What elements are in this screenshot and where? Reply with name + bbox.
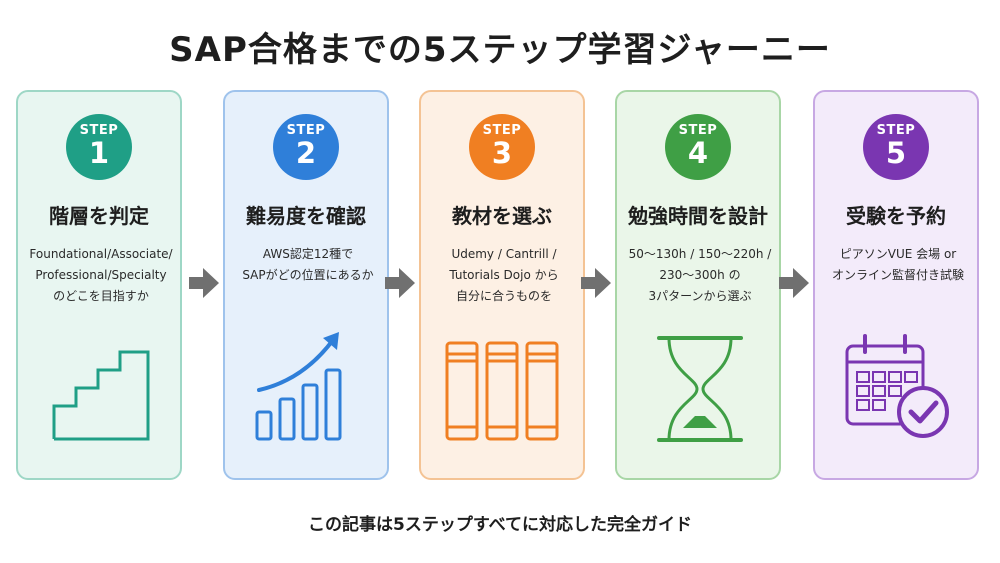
trend-arrow: [257, 338, 335, 392]
step-description: AWS認定12種で SAPがどの位置にあるか: [231, 244, 385, 286]
step-description: ピアソンVUE 会場 or オンライン監督付き試験: [821, 244, 975, 286]
calendar-check-icon: [845, 334, 949, 438]
step-description: Udemy / Cantrill / Tutorials Dojo から 自分に…: [427, 244, 581, 307]
step-badge-5: STEP 5: [863, 114, 929, 180]
footer-caption: この記事は5ステップすべてに対応した完全ガイド: [308, 515, 692, 535]
check-circle: [897, 386, 949, 438]
step-badge-label: STEP: [79, 123, 119, 138]
step-description-line: Foundational/Associate/: [29, 247, 173, 261]
book: [445, 341, 479, 441]
book: [525, 341, 559, 441]
check-icon: [908, 400, 939, 424]
step-heading: 難易度を確認: [246, 204, 366, 228]
hourglass-icon: [657, 336, 743, 442]
step-badge-label: STEP: [678, 123, 718, 138]
growth-chart-icon: [255, 332, 342, 441]
step-badge-3: STEP 3: [469, 114, 535, 180]
step-badge-number: 2: [295, 136, 317, 170]
step-badge-number: 5: [885, 136, 907, 170]
step-badge-4: STEP 4: [665, 114, 731, 180]
step-heading: 階層を判定: [49, 204, 149, 228]
books-icon: [445, 341, 559, 441]
step-card-5: STEP 5 受験を予約 ピアソンVUE 会場 or オンライン監督付き試験: [813, 90, 979, 480]
calendar-grid: [856, 371, 918, 411]
step-heading: 勉強時間を設計: [628, 204, 768, 228]
step-description-line: 自分に合うものを: [455, 289, 552, 303]
step-description-line: Professional/Specialty: [35, 268, 167, 282]
step-description: 50～130h / 150～220h / 230～300h の 3パターンから選…: [623, 244, 777, 307]
step-card-1: STEP 1 階層を判定 Foundational/Associate/ Pro…: [16, 90, 182, 480]
step-heading: 受験を予約: [846, 204, 946, 228]
chart-bar: [278, 397, 296, 441]
staircase-outline: [52, 350, 150, 441]
step-description-line: Tutorials Dojo から: [449, 268, 559, 282]
step-badge-2: STEP 2: [273, 114, 339, 180]
step-badge-number: 1: [88, 136, 110, 170]
step-badge-number: 4: [687, 136, 709, 170]
step-description-line: 3パターンから選ぶ: [648, 289, 752, 303]
step-description-line: 50～130h / 150～220h /: [628, 247, 772, 261]
page-title: SAP合格までの5ステップ学習ジャーニー: [169, 30, 831, 70]
trend-arrow-head: [323, 332, 339, 350]
calendar-frame: [845, 344, 925, 426]
step-card-3: STEP 3 教材を選ぶ Udemy / Cantrill / Tutorial…: [419, 90, 585, 480]
step-description-line: Udemy / Cantrill /: [451, 247, 557, 261]
hourglass-sand: [683, 416, 717, 428]
book: [485, 341, 519, 441]
step-heading: 教材を選ぶ: [452, 204, 552, 228]
arrow-right-icon: [189, 268, 219, 298]
step-description-line: AWS認定12種で: [262, 247, 354, 261]
chart-bar: [301, 383, 319, 441]
step-badge-number: 3: [491, 136, 513, 170]
step-description-line: ピアソンVUE 会場 or: [839, 247, 957, 261]
step-badge-label: STEP: [482, 123, 522, 138]
step-description: Foundational/Associate/ Professional/Spe…: [24, 244, 178, 307]
step-description-line: SAPがどの位置にあるか: [242, 268, 374, 282]
step-card-2: STEP 2 難易度を確認 AWS認定12種で SAPがどの位置にあるか: [223, 90, 389, 480]
step-badge-label: STEP: [876, 123, 916, 138]
step-card-4: STEP 4 勉強時間を設計 50～130h / 150～220h / 230～…: [615, 90, 781, 480]
arrow-right-icon: [779, 268, 809, 298]
chart-bar: [255, 410, 273, 441]
step-badge-label: STEP: [286, 123, 326, 138]
step-badge-1: STEP 1: [66, 114, 132, 180]
staircase-icon: [52, 350, 150, 441]
step-description-line: 230～300h の: [659, 268, 741, 282]
arrow-right-icon: [385, 268, 415, 298]
chart-bar: [324, 368, 342, 441]
arrow-right-icon: [581, 268, 611, 298]
step-description-line: のどこを目指すか: [53, 289, 149, 303]
step-description-line: オンライン監督付き試験: [831, 268, 964, 282]
